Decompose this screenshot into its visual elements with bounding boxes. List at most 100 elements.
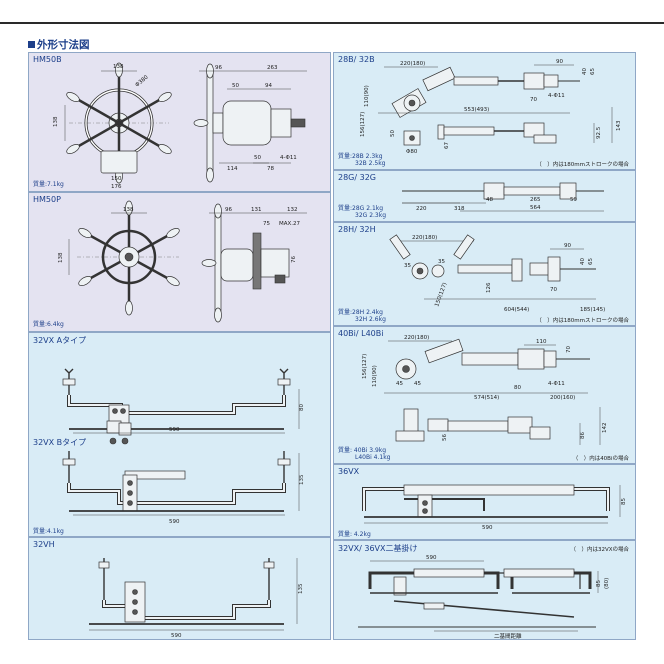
weight-label: 32G 2.3kg bbox=[355, 212, 387, 219]
weight-label: L40Bi 4.1kg bbox=[355, 454, 391, 461]
dim-text: 80 bbox=[514, 385, 521, 391]
dim-text: 220(180) bbox=[400, 61, 425, 67]
dim-text: 59 bbox=[570, 197, 577, 203]
dim-text: 138 bbox=[113, 64, 124, 70]
weight-label: 質量:7.1kg bbox=[33, 181, 64, 188]
dim-text: 48 bbox=[486, 197, 493, 203]
weight-label: 質量: 40Bi 3.9kg bbox=[338, 447, 387, 454]
dim-text: 138 bbox=[123, 207, 134, 213]
bi40-drawing: 220(180) 110 70 156(127) 110(90) 45 45 8… bbox=[362, 335, 608, 445]
dim-text: 65 bbox=[588, 258, 594, 265]
dim-text: 574(514) bbox=[474, 395, 499, 401]
panel-title: 40Bi/ L40Bi bbox=[338, 329, 384, 338]
dim-text: 200(160) bbox=[550, 395, 575, 401]
note-label: （ ）内は180mmストロークの場合 bbox=[536, 162, 629, 168]
dim-text: 94 bbox=[265, 83, 272, 89]
b28-drawing: 220(180) 90 40 65 110(90) 156(127) 50 70… bbox=[360, 59, 622, 155]
dim-text: 70 bbox=[566, 346, 572, 353]
panel-title: 28B/ 32B bbox=[338, 55, 375, 64]
dim-text: 85 bbox=[596, 580, 602, 587]
panel-28b: 28B/ 32B 220(180) 90 40 65 110(90) 156(1… bbox=[333, 52, 636, 170]
dim-text: 132 bbox=[287, 207, 298, 213]
square-bullet-icon bbox=[28, 41, 35, 48]
vx32-drawing: 80 590 135 590 bbox=[62, 368, 305, 525]
dim-text: 67 bbox=[444, 142, 450, 149]
dim-text: 50 bbox=[254, 155, 261, 161]
panel-title: 28G/ 32G bbox=[338, 173, 376, 182]
dim-text: 156(127) bbox=[360, 112, 366, 137]
dim-text: 92.5 bbox=[596, 126, 602, 139]
dim-text: 131 bbox=[251, 207, 262, 213]
panel-hm50p: HM50P 138 138 96 131 132 75 MAX.27 76 質量 bbox=[28, 192, 331, 332]
panel-vx-dual: 32VX/ 36VX二基掛け （ ）内は32VXの場合 590 85 (80) … bbox=[333, 540, 636, 640]
steering-helm-side: 96 263 50 94 50 4-Φ11 114 78 bbox=[193, 63, 307, 183]
weight-label: 質量:6.4kg bbox=[33, 321, 64, 328]
dim-text: 75 bbox=[263, 221, 270, 227]
dim-text: 50 bbox=[390, 130, 396, 137]
panel-36vx: 36VX 85 590 質量: 4.2kg bbox=[333, 464, 636, 540]
dim-text: 564 bbox=[530, 205, 541, 211]
dim-text: 150(127) bbox=[434, 282, 448, 308]
dim-text: 143 bbox=[616, 120, 622, 131]
hm50p-drawing: 138 138 96 131 132 75 MAX.27 76 bbox=[58, 200, 307, 323]
panel-title: 32VH bbox=[33, 540, 55, 549]
section-title-text: 外形寸法図 bbox=[37, 39, 90, 51]
dim-text: 135 bbox=[299, 474, 305, 485]
weight-label: 質量:28G 2.1kg bbox=[338, 205, 384, 212]
dim-text: 138 bbox=[58, 252, 64, 263]
vx32b-outline: 135 590 bbox=[62, 451, 305, 525]
dim-text: 590 bbox=[171, 633, 182, 639]
note-label: （ ）内は40Biの場合 bbox=[572, 456, 629, 462]
dim-text: (80) bbox=[604, 578, 610, 589]
dim-text: 220 bbox=[416, 206, 427, 212]
vxdual-drawing: 590 85 (80) 二基間距離 bbox=[358, 555, 610, 639]
dim-text: 78 bbox=[267, 166, 274, 172]
dim-text: 40 bbox=[582, 68, 588, 75]
dim-text: 176 bbox=[111, 184, 122, 190]
dim-text: 35 bbox=[438, 259, 445, 265]
panel-title: 32VX Aタイプ bbox=[33, 336, 87, 345]
dim-text: MAX.27 bbox=[279, 221, 301, 227]
dim-text: 65 bbox=[590, 68, 596, 75]
note-label: （ ）内は32VXの場合 bbox=[570, 547, 629, 553]
dim-text: 90 bbox=[556, 59, 563, 65]
note-label: （ ）内は180mmストロークの場合 bbox=[536, 318, 629, 324]
dim-text: 4-Φ11 bbox=[280, 155, 297, 161]
panel-title: HM50P bbox=[33, 195, 61, 204]
dim-text: 85 bbox=[621, 498, 627, 505]
dim-text: 590 bbox=[482, 525, 493, 531]
dim-text: 56 bbox=[442, 434, 448, 441]
dim-text: 318 bbox=[454, 206, 465, 212]
dim-text: 90 bbox=[564, 243, 571, 249]
top-rule bbox=[0, 22, 664, 24]
dim-text: 86 bbox=[580, 432, 586, 439]
section-title: 外形寸法図 bbox=[28, 37, 90, 52]
panel-hm50b: HM50B 138 Φ380 138 150 176 96 bbox=[28, 52, 331, 192]
weight-label: 質量:28B 2.3kg bbox=[338, 153, 383, 160]
dim-text: 142 bbox=[602, 423, 608, 434]
dim-text: 110(90) bbox=[364, 85, 370, 107]
dim-text: 70 bbox=[530, 97, 537, 103]
dim-text: 604(544) bbox=[504, 307, 529, 313]
dim-text: 126 bbox=[486, 282, 492, 293]
dim-text: 45 bbox=[414, 381, 421, 387]
dim-text: 76 bbox=[291, 256, 297, 263]
dim-text: 40 bbox=[580, 258, 586, 265]
dim-text: 110 bbox=[536, 339, 547, 345]
dim-text: 135 bbox=[298, 583, 304, 594]
dim-text: 590 bbox=[426, 555, 437, 561]
dim-text: 590 bbox=[169, 519, 180, 525]
dim-text: 96 bbox=[215, 65, 222, 71]
panel-title: HM50B bbox=[33, 55, 62, 64]
panel-40bi: 40Bi/ L40Bi 220(180) 110 70 156(127) 110… bbox=[333, 326, 636, 464]
dim-text: 4-Φ11 bbox=[548, 93, 565, 99]
panel-title: 32VX Bタイプ bbox=[33, 438, 87, 447]
vh32-drawing: 135 590 bbox=[89, 558, 304, 639]
weight-label: 質量:4.1kg bbox=[33, 528, 64, 535]
dim-text: 80 bbox=[299, 404, 305, 411]
panel-28h: 28H/ 32H 220(180) 35 35 90 40 65 150(127… bbox=[333, 222, 636, 326]
vx36-drawing: 85 590 bbox=[362, 484, 627, 531]
dim-text: 110(90) bbox=[372, 365, 378, 387]
dim-text: Φ380 bbox=[134, 74, 150, 88]
weight-label: 32B 2.5kg bbox=[355, 160, 386, 167]
